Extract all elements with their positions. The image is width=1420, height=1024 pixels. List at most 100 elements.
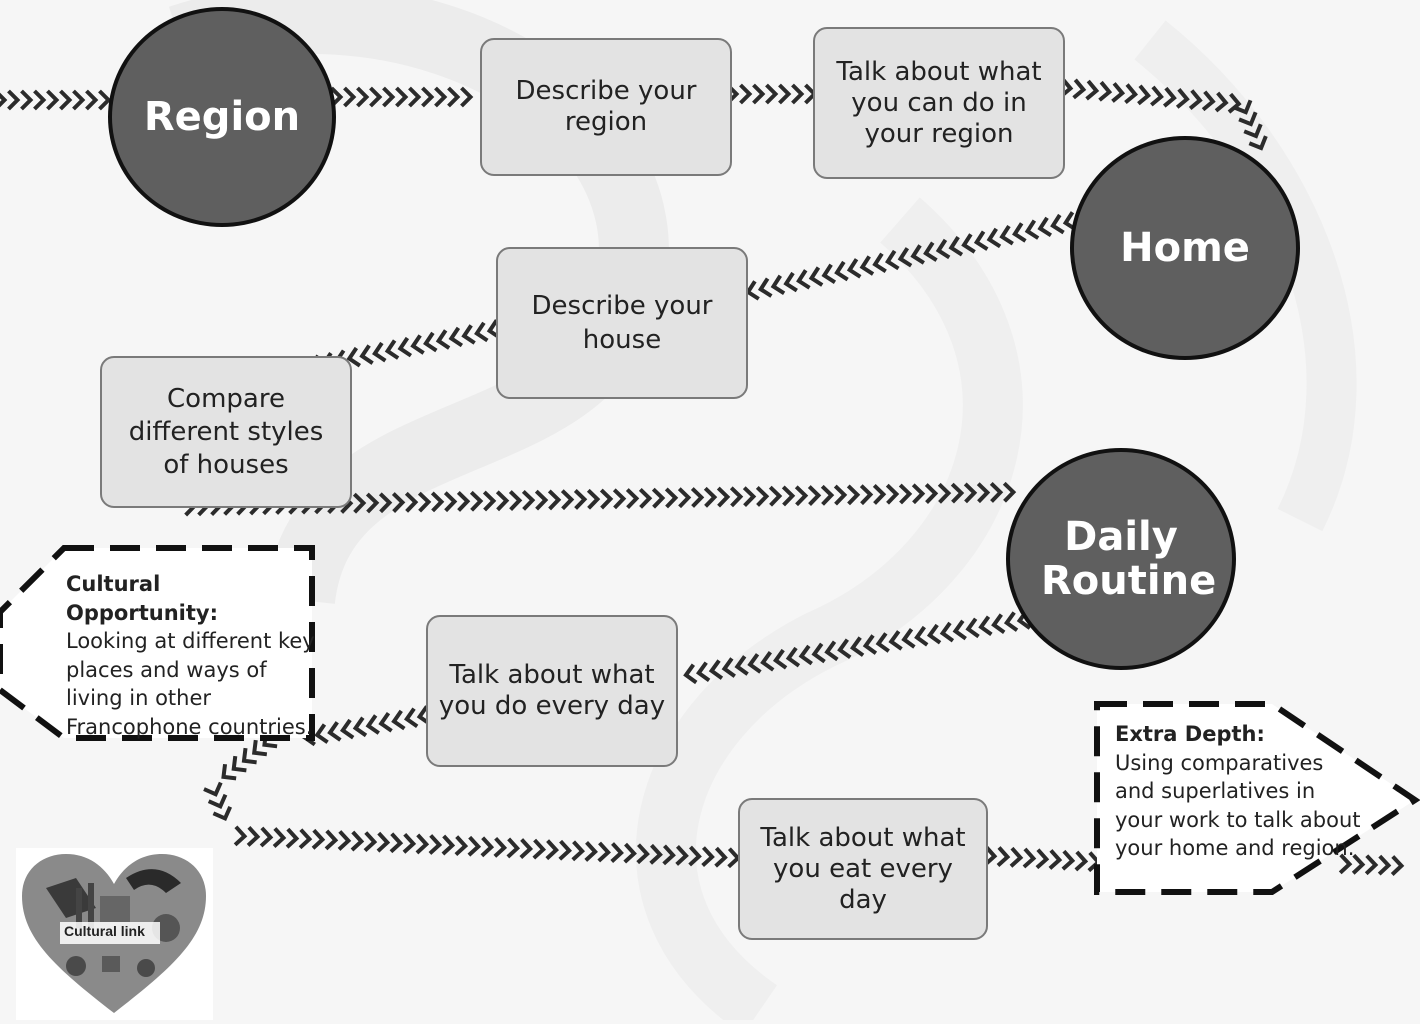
path-chevron (493, 836, 508, 858)
path-chevron (675, 845, 689, 866)
path-chevron (791, 83, 805, 105)
path-chevron (1024, 219, 1040, 240)
path-chevron (770, 274, 786, 296)
path-chevron (584, 841, 598, 862)
path-chevron (376, 831, 391, 853)
path-chevron (833, 484, 848, 506)
path-chevron (363, 831, 378, 853)
path-chevron (884, 249, 900, 271)
path-chevron (950, 482, 965, 504)
path-chevron (85, 89, 99, 111)
cultural-callout-body: Looking at different key places and ways… (66, 629, 315, 739)
path-chevron (1150, 85, 1164, 107)
path-chevron (1061, 849, 1076, 871)
path-chevron (961, 233, 976, 254)
path-chevron (33, 89, 47, 111)
compare-houses-text: Compare different styles of houses (128, 383, 324, 480)
path-chevron (389, 832, 404, 854)
region-node: Region (108, 7, 336, 227)
path-chevron (1338, 853, 1353, 875)
path-chevron (482, 490, 497, 512)
path-chevron (772, 648, 788, 670)
path-chevron (963, 482, 978, 504)
home-label: Home (1120, 225, 1250, 271)
path-chevron (356, 86, 370, 108)
path-chevron (1377, 854, 1392, 876)
path-chevron (976, 482, 991, 504)
path-chevron (914, 625, 929, 647)
path-chevron (701, 846, 715, 868)
path-chevron (403, 707, 419, 728)
path-chevron (999, 224, 1014, 246)
path-chevron (410, 334, 425, 355)
describe-region-text: Describe your region (515, 76, 697, 137)
describe-house-box: Describe your house (496, 247, 748, 399)
describe-house-text: Describe your house (531, 291, 713, 355)
path-chevron (610, 842, 624, 863)
path-chevron (346, 346, 361, 368)
path-chevron (1085, 79, 1100, 101)
path-chevron (983, 845, 998, 867)
path-chevron (246, 826, 261, 847)
path-chevron (350, 830, 365, 852)
path-chevron (1022, 847, 1037, 869)
path-chevron (1351, 853, 1366, 875)
path-chevron (397, 336, 413, 358)
describe-region-box: Describe your region (480, 38, 732, 176)
path-chevron (996, 846, 1011, 867)
path-chevron (532, 838, 547, 860)
cultural-callout-heading: Cultural Opportunity: (66, 572, 218, 625)
path-chevron (849, 636, 865, 657)
path-chevron (365, 492, 380, 514)
path-chevron (649, 843, 663, 865)
daily-routine-label: Daily Routine (1041, 514, 1217, 604)
path-chevron (1238, 111, 1258, 127)
path-chevron (739, 83, 753, 105)
path-chevron (469, 490, 484, 512)
path-chevron (521, 489, 536, 511)
path-chevron (651, 487, 666, 509)
path-chevron (1003, 611, 1019, 632)
path-chevron (708, 659, 724, 680)
cultural-link-logo: Cultural link (16, 848, 213, 1020)
talk-every-day-box: Talk about what you do every day (426, 615, 678, 767)
path-chevron (752, 83, 766, 105)
path-chevron (755, 485, 770, 507)
path-chevron (441, 834, 456, 856)
path-chevron (454, 835, 469, 857)
path-chevron (636, 843, 650, 865)
path-chevron (757, 277, 773, 298)
path-chevron (1243, 123, 1263, 139)
path-chevron (231, 755, 247, 773)
path-chevron (846, 258, 862, 279)
path-chevron (875, 632, 890, 653)
path-chevron (46, 89, 60, 111)
path-chevron (251, 739, 268, 757)
path-chevron (973, 230, 989, 251)
path-chevron (798, 644, 813, 666)
path-chevron (898, 483, 913, 505)
path-chevron (747, 653, 762, 674)
path-chevron (233, 825, 248, 847)
path-chevron (1074, 850, 1089, 872)
path-chevron (778, 83, 792, 105)
path-chevron (625, 488, 640, 510)
path-chevron (384, 339, 400, 360)
path-chevron (824, 640, 839, 662)
path-chevron (688, 845, 702, 867)
path-chevron (378, 712, 393, 733)
path-chevron (365, 714, 380, 735)
path-chevron (926, 623, 942, 645)
path-chevrons (0, 77, 1268, 873)
path-chevron (937, 482, 952, 504)
path-chevron (952, 619, 967, 641)
extra-depth-body: Using comparatives and superlatives in y… (1115, 750, 1361, 861)
path-chevron (434, 86, 448, 108)
path-chevron (1037, 216, 1052, 238)
path-chevron (461, 324, 476, 345)
path-chevron (1111, 82, 1126, 103)
path-chevron (460, 86, 474, 108)
